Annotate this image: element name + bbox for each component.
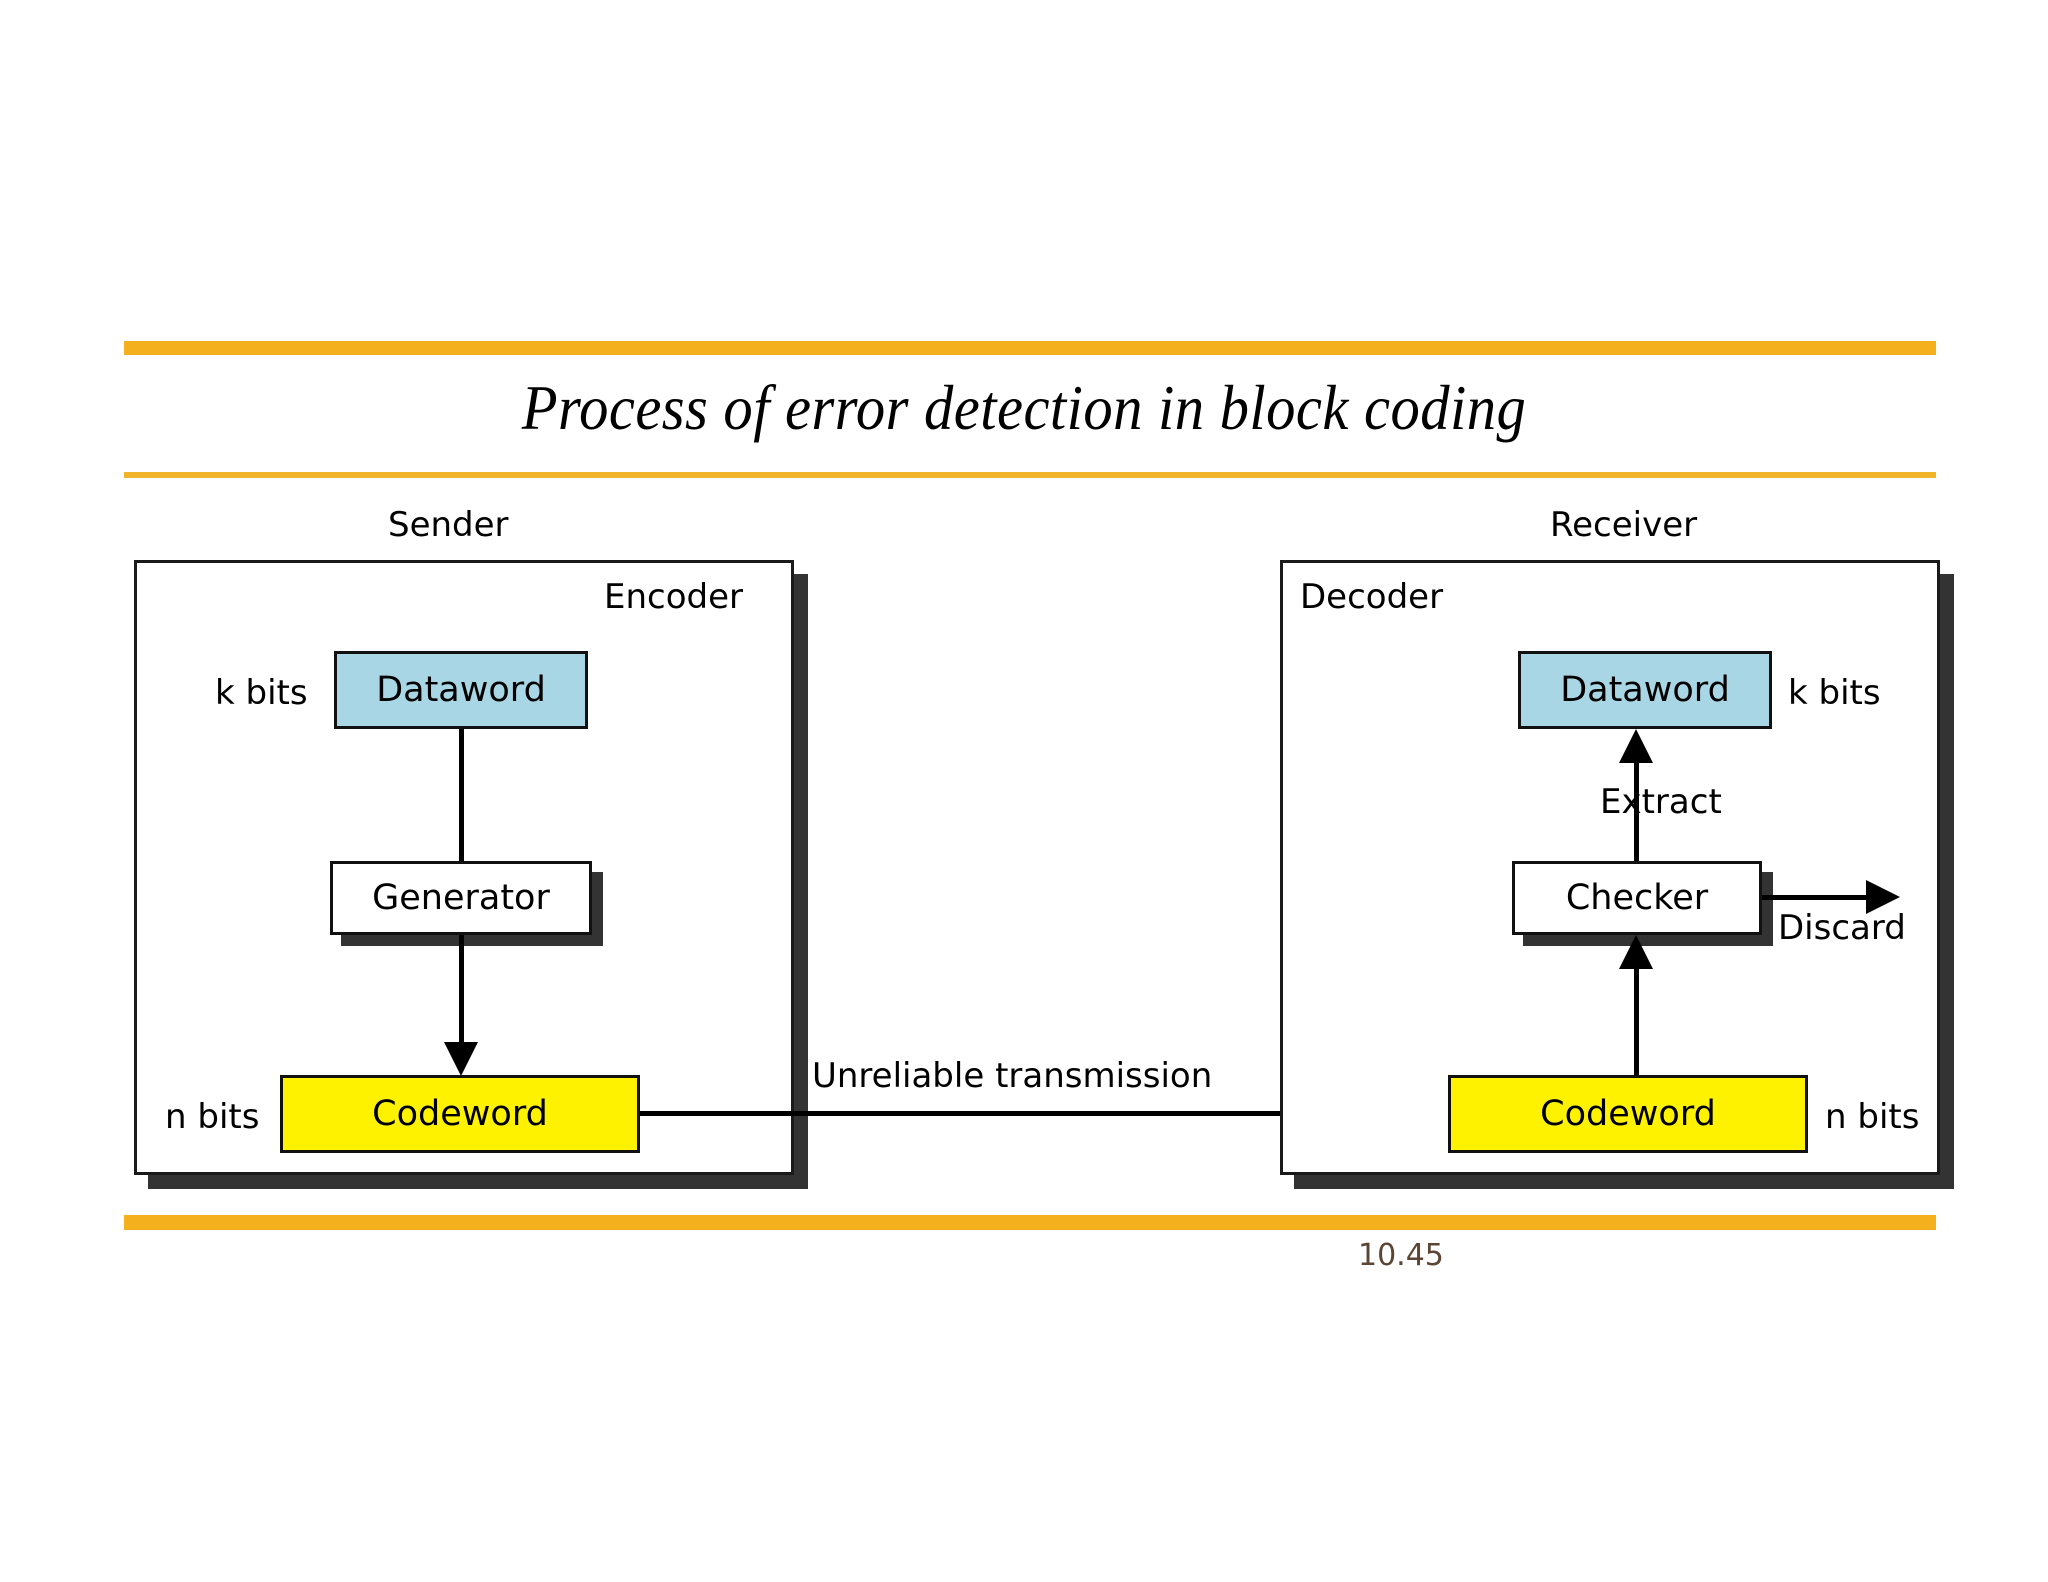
sender-dataword-to-generator-line [459,729,464,861]
sender-k-bits-label: k bits [215,673,308,713]
page-number: 10.45 [1358,1238,1444,1273]
sender-codeword-box[interactable]: Codeword [280,1075,640,1153]
codeword-to-checker-arrowhead [1619,935,1653,969]
receiver-dataword-box[interactable]: Dataword [1518,651,1772,729]
sender-generator-box[interactable]: Generator [330,861,592,935]
page-title: Process of error detection in block codi… [521,373,1527,443]
receiver-caption: Receiver [1550,505,1698,545]
receiver-k-bits-label: k bits [1788,673,1881,713]
decoder-label: Decoder [1300,577,1444,617]
sender-caption: Sender [388,505,509,545]
codeword-to-checker-line [1634,960,1639,1075]
top-accent-rule [124,341,1936,355]
sender-n-bits-label: n bits [165,1097,260,1137]
checker-to-dataword-line [1634,748,1639,861]
title-underline-rule [124,472,1936,478]
checker-to-dataword-arrowhead [1619,729,1653,763]
bottom-accent-rule [124,1215,1936,1230]
checker-to-discard-arrowhead [1866,880,1900,914]
encoder-label: Encoder [604,577,744,617]
discard-label: Discard [1778,908,1906,948]
transmission-line [640,1111,1480,1116]
checker-to-discard-line [1762,895,1877,900]
receiver-checker-box[interactable]: Checker [1512,861,1762,935]
sender-dataword-box[interactable]: Dataword [334,651,588,729]
sender-generator-to-codeword-line [459,935,464,1045]
sender-generator-to-codeword-arrowhead [444,1042,478,1076]
unreliable-transmission-label: Unreliable transmission [812,1056,1213,1096]
extract-label: Extract [1600,782,1722,822]
receiver-n-bits-label: n bits [1825,1097,1920,1137]
receiver-codeword-box[interactable]: Codeword [1448,1075,1808,1153]
